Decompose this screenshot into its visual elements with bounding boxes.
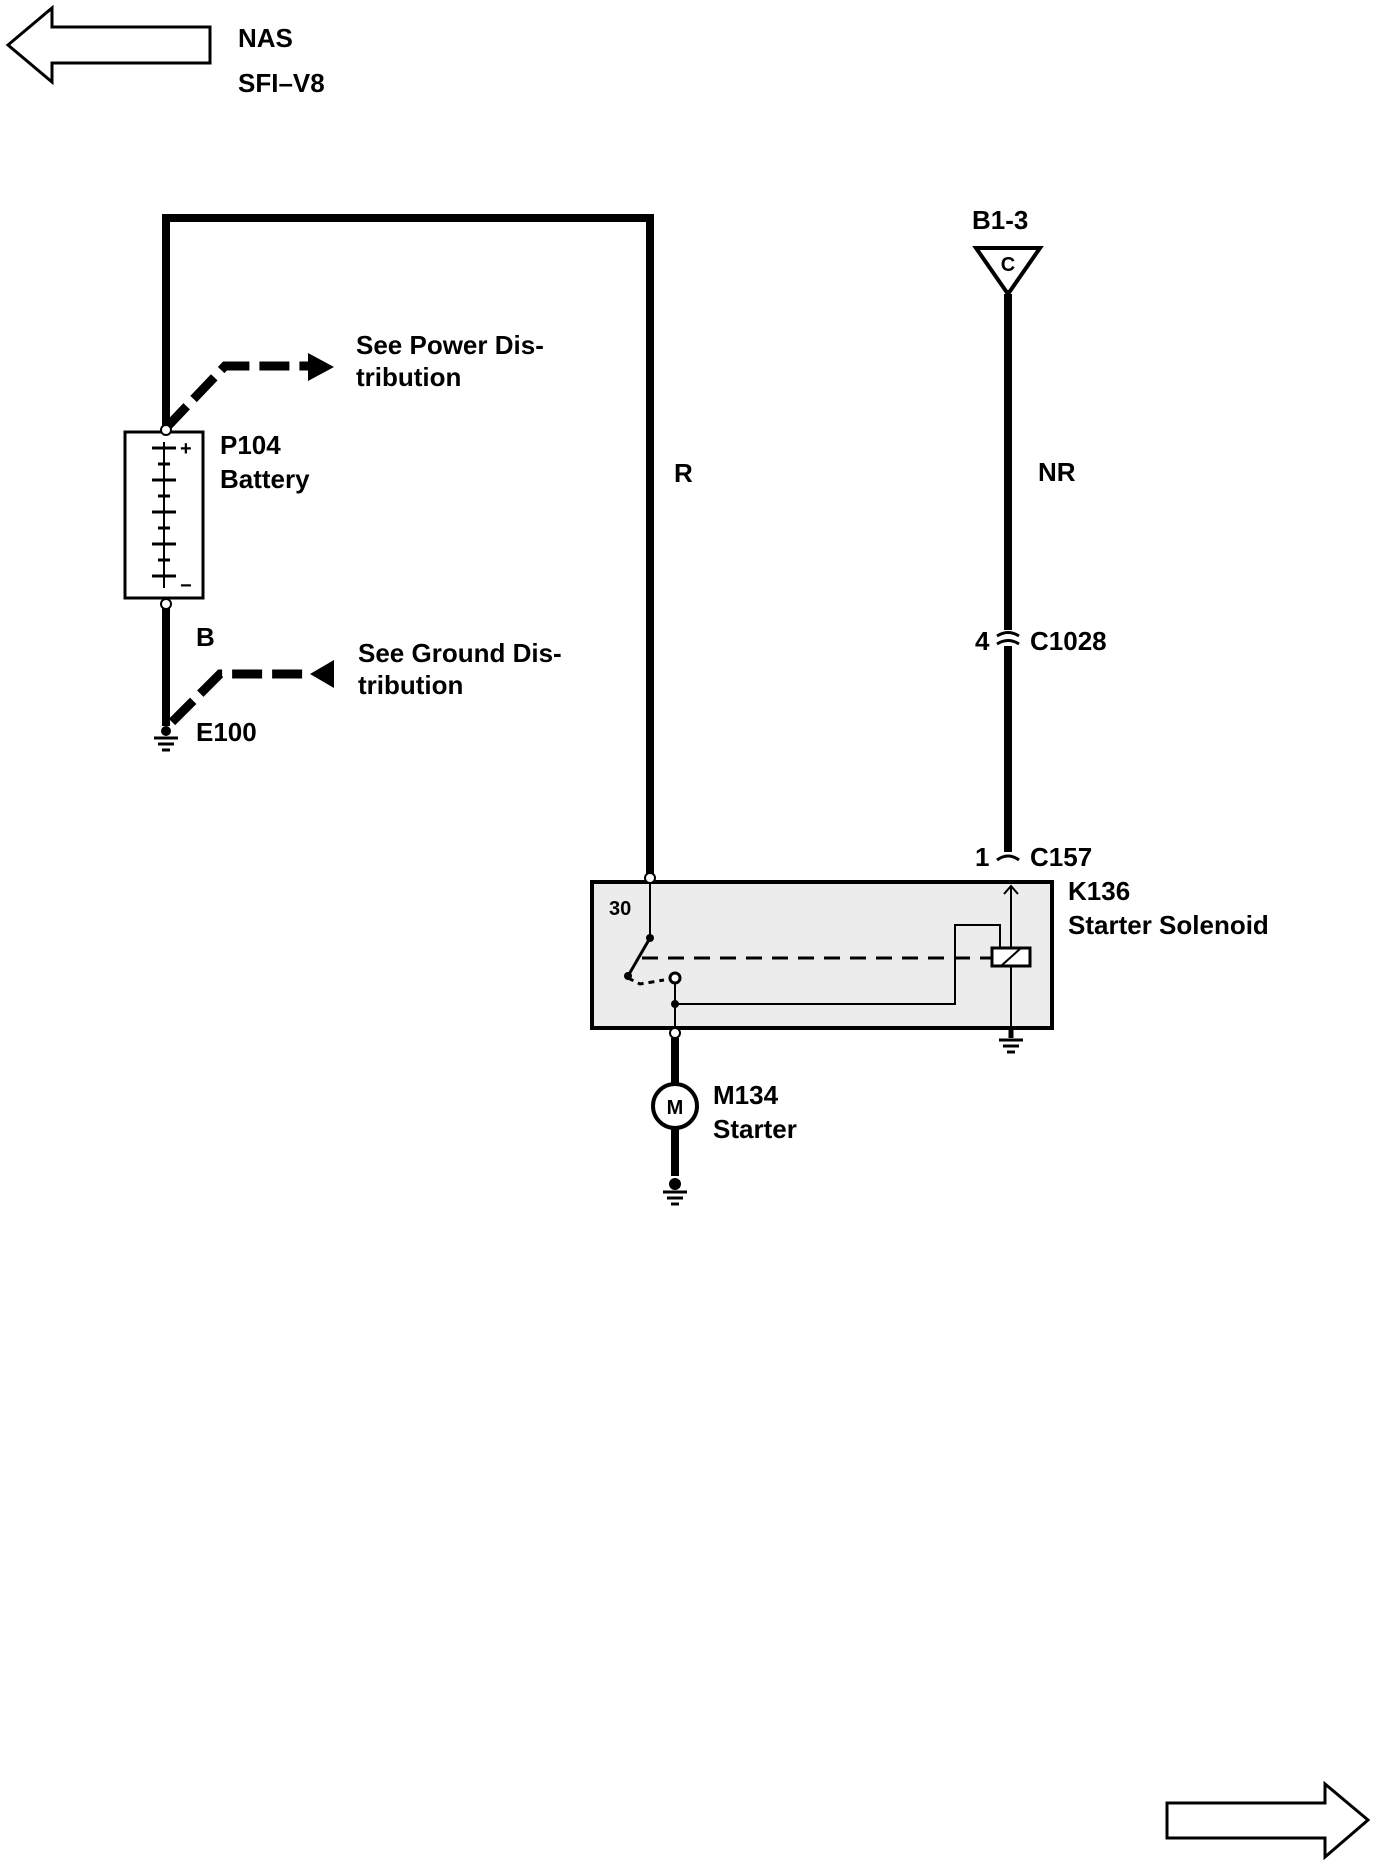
wire-r-label: R <box>674 458 693 488</box>
starter-motor-icon: M <box>651 1082 699 1130</box>
arrow-right-icon <box>308 353 334 381</box>
battery-minus-label: − <box>180 575 192 597</box>
header-line-2: SFI–V8 <box>238 68 325 98</box>
c157-id: C157 <box>1030 842 1092 872</box>
ground-icon <box>999 1028 1023 1054</box>
starter-solenoid-box: 30 <box>590 872 1054 1034</box>
source-ref: B1-3 <box>972 205 1028 235</box>
ground-icon <box>663 1178 687 1206</box>
starter-name: Starter <box>713 1114 797 1144</box>
left-arrow-icon <box>5 4 212 86</box>
battery-symbol: + − <box>123 424 205 610</box>
solenoid-name: Starter Solenoid <box>1068 910 1269 940</box>
ground-ref-line-2: tribution <box>358 670 463 700</box>
power-ref-line-1: See Power Dis- <box>356 330 544 360</box>
starter-symbol: M <box>667 1097 684 1119</box>
arrow-left-icon <box>310 660 334 688</box>
ground-icon <box>154 726 178 752</box>
battery-id: P104 <box>220 430 281 460</box>
solenoid-terminal: 30 <box>609 898 631 920</box>
ground-point-id: E100 <box>196 717 257 747</box>
starter-id: M134 <box>713 1080 779 1110</box>
power-distribution-ref <box>162 353 334 432</box>
prev-page-button[interactable] <box>5 4 212 86</box>
next-page-button[interactable] <box>1165 1780 1371 1860</box>
wire-r <box>162 214 654 875</box>
solenoid-id: K136 <box>1068 876 1130 906</box>
source-triangle-icon <box>972 246 1044 298</box>
battery-name: Battery <box>220 464 310 494</box>
c1028-pin: 4 <box>975 626 990 656</box>
c1028-id: C1028 <box>1030 626 1107 656</box>
connector-c157 <box>996 852 1020 866</box>
wire-b-label: B <box>196 622 215 652</box>
right-arrow-icon <box>1165 1780 1371 1860</box>
header-line-1: NAS <box>238 23 293 53</box>
battery-plus-label: + <box>180 438 192 460</box>
connector-c1028 <box>996 630 1020 646</box>
ground-ref-line-1: See Ground Dis- <box>358 638 562 668</box>
source-letter: C <box>1001 254 1015 276</box>
wire-nr-label: NR <box>1038 457 1076 487</box>
ground-distribution-ref <box>168 660 334 726</box>
c157-pin: 1 <box>975 842 989 872</box>
power-ref-line-2: tribution <box>356 362 461 392</box>
